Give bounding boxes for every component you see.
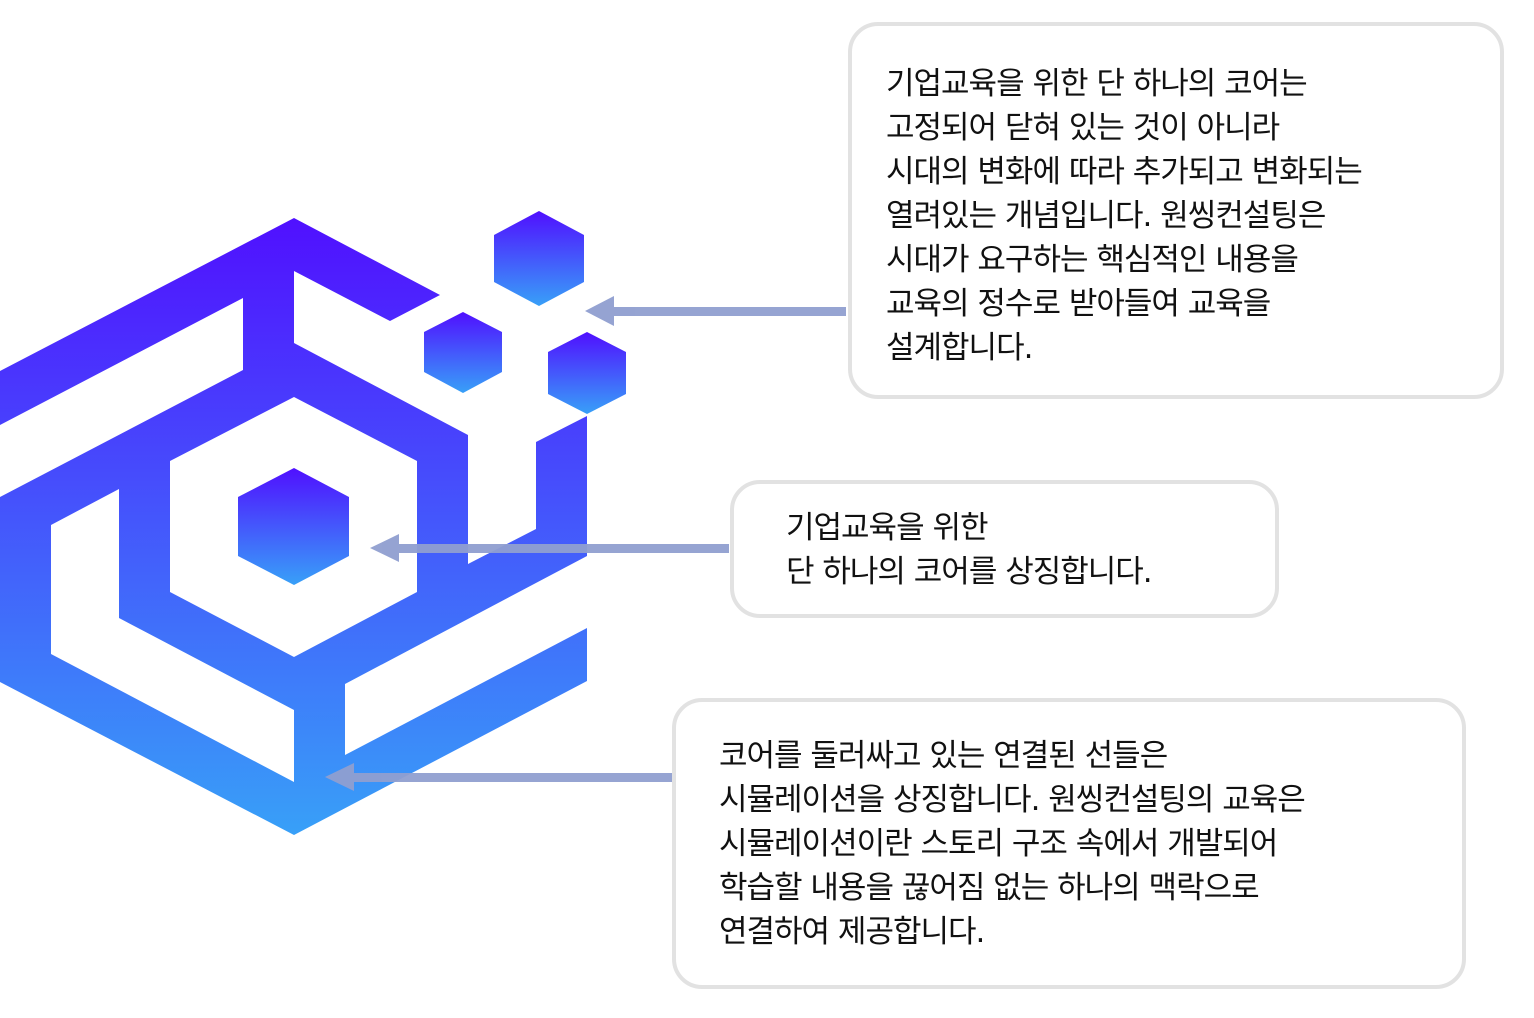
callout-text: 학습할 내용을 끊어짐 없는 하나의 맥락으로: [719, 870, 1260, 906]
arrow-to-small-hexagons: [585, 296, 846, 326]
arrow-to-core: [370, 534, 729, 562]
callout-core: 기업교육을 위한 단 하나의 코어를 상징합니다.: [730, 480, 1279, 618]
callout-text: 코어를 둘러싸고 있는 연결된 선들은: [719, 738, 1168, 774]
callout-text: 시뮬레이션을 상징합니다. 원씽컨설팅의 교육은: [719, 782, 1306, 818]
callout-text: 시대의 변화에 따라 추가되고 변화되는: [886, 154, 1363, 190]
callout-text: 열려있는 개념입니다. 원씽컨설팅은: [886, 198, 1326, 234]
callout-text: 기업교육을 위한 단 하나의 코어는: [886, 66, 1308, 102]
simulation-lines-shape: [0, 218, 587, 835]
callout-text: 설계합니다.: [886, 330, 1033, 366]
small-hexagon-right: [548, 332, 626, 414]
core-hexagon: [238, 468, 349, 585]
callout-text: 시뮬레이션이란 스토리 구조 속에서 개발되어: [719, 826, 1278, 862]
callout-open-core: 기업교육을 위한 단 하나의 코어는 고정되어 닫혀 있는 것이 아니라 시대의…: [848, 22, 1504, 399]
callout-simulation: 코어를 둘러싸고 있는 연결된 선들은 시뮬레이션을 상징합니다. 원씽컨설팅의…: [672, 698, 1466, 989]
callout-text: 단 하나의 코어를 상징합니다.: [786, 554, 1153, 590]
small-hexagon-top: [494, 211, 584, 306]
callout-text: 교육의 정수로 받아들여 교육을: [886, 286, 1271, 322]
arrow-to-lines: [325, 763, 672, 791]
small-hexagon-left: [424, 312, 502, 393]
callout-text: 시대가 요구하는 핵심적인 내용을: [886, 242, 1299, 278]
callout-text: 기업교육을 위한: [786, 510, 989, 546]
callout-text: 연결하여 제공합니다.: [719, 914, 985, 950]
callout-text: 고정되어 닫혀 있는 것이 아니라: [886, 110, 1280, 146]
